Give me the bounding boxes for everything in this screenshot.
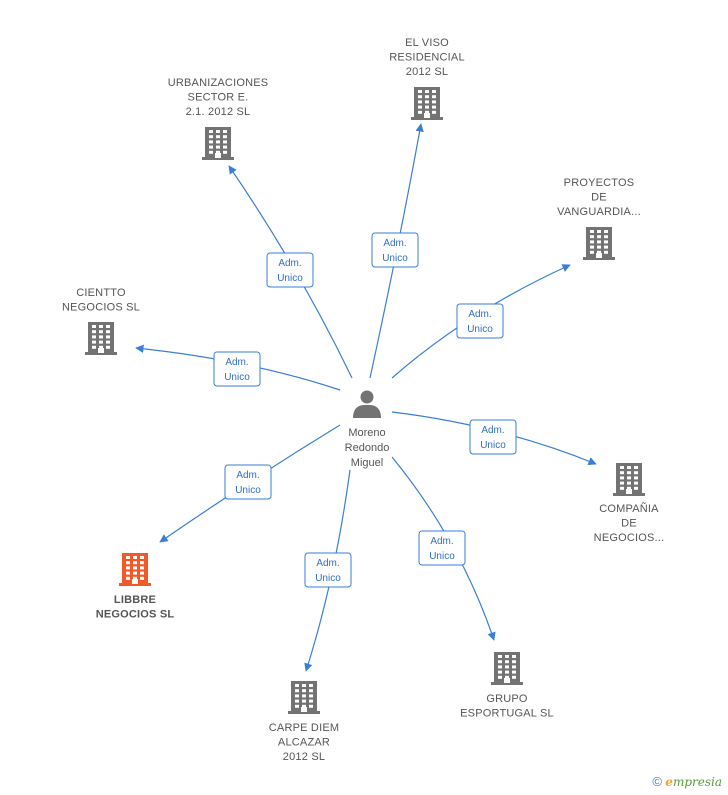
- company-label[interactable]: SECTOR E.: [188, 92, 249, 104]
- edge-carpe[interactable]: Adm. Unico: [304, 469, 352, 672]
- edge-label-text: Adm.: [278, 258, 301, 269]
- edge-label-box[interactable]: [224, 464, 272, 500]
- company-label[interactable]: 2012 SL: [283, 751, 325, 763]
- footer-brand: © empresia: [652, 774, 722, 789]
- company-label[interactable]: DE: [591, 192, 607, 204]
- edge-proyectos[interactable]: Adm. Unico: [391, 264, 571, 379]
- building-icon[interactable]: [85, 322, 117, 355]
- company-node-ciento[interactable]: CIENTTO NEGOCIOS SL: [62, 287, 140, 355]
- company-label[interactable]: 2.1. 2012 SL: [186, 106, 251, 118]
- company-label[interactable]: DE: [621, 518, 637, 530]
- building-icon[interactable]: [288, 681, 320, 714]
- edge-grupo[interactable]: Adm. Unico: [391, 456, 496, 641]
- company-label[interactable]: LIBBRE: [114, 594, 156, 606]
- company-label[interactable]: GRUPO: [486, 693, 528, 705]
- edge-label-box[interactable]: [469, 419, 517, 455]
- edge-urbanizaciones[interactable]: Adm. Unico: [228, 165, 353, 379]
- company-label[interactable]: ESPORTUGAL SL: [460, 708, 554, 720]
- company-node-urbanizaciones[interactable]: URBANIZACIONES SECTOR E. 2.1. 2012 SL: [168, 77, 269, 160]
- edge-label-text: Adm.: [481, 425, 504, 436]
- building-icon[interactable]: [202, 127, 234, 160]
- edges-layer: Adm.UnicoAdm.UnicoAdm.UnicoAdm.UnicoAdm.…: [135, 123, 597, 672]
- edge-label-box[interactable]: [371, 232, 419, 268]
- company-label[interactable]: EL VISO: [405, 37, 449, 49]
- edge-label-text: Unico: [429, 551, 455, 562]
- company-label[interactable]: RESIDENCIAL: [389, 52, 465, 64]
- company-label[interactable]: ALCAZAR: [278, 737, 330, 749]
- company-label[interactable]: NEGOCIOS...: [594, 532, 665, 544]
- company-label[interactable]: 2012 SL: [406, 66, 448, 78]
- edge-label-box[interactable]: [266, 252, 314, 288]
- nodes-layer: URBANIZACIONES SECTOR E. 2.1. 2012 SL EL VI…: [62, 37, 664, 763]
- company-label[interactable]: NEGOCIOS SL: [96, 609, 175, 621]
- building-icon[interactable]: [583, 227, 615, 260]
- edge-label-box[interactable]: [213, 351, 261, 387]
- edge-label-text: Adm.: [225, 357, 248, 368]
- edge-label-text: Unico: [235, 485, 261, 496]
- edge-ciento[interactable]: Adm. Unico: [135, 344, 341, 391]
- company-label[interactable]: VANGUARDIA...: [557, 206, 641, 218]
- edge-label-box[interactable]: [456, 303, 504, 339]
- edge-label-text: Unico: [315, 573, 341, 584]
- company-node-grupo[interactable]: GRUPO ESPORTUGAL SL: [460, 652, 554, 720]
- edge-label-text: Adm.: [316, 558, 339, 569]
- company-label[interactable]: CIENTTO: [76, 287, 126, 299]
- company-node-el-viso[interactable]: EL VISO RESIDENCIAL 2012 SL: [389, 37, 465, 120]
- person-label[interactable]: Moreno: [348, 427, 385, 439]
- edge-label-text: Adm.: [383, 238, 406, 249]
- brand-logo: empresia: [665, 775, 722, 789]
- company-label[interactable]: URBANIZACIONES: [168, 77, 269, 89]
- edge-label-text: Unico: [224, 372, 250, 383]
- edge-label-text: Adm.: [430, 536, 453, 547]
- person-label[interactable]: Redondo: [345, 442, 390, 454]
- building-icon[interactable]: [491, 652, 523, 685]
- edge-label-text: Unico: [467, 324, 493, 335]
- edge-label-text: Adm.: [468, 309, 491, 320]
- edge-el-viso[interactable]: Adm. Unico: [369, 123, 424, 379]
- company-label[interactable]: CARPE DIEM: [269, 722, 339, 734]
- edge-libbre[interactable]: Adm. Unico: [159, 424, 341, 543]
- company-node-proyectos[interactable]: PROYECTOS DE VANGUARDIA...: [557, 177, 641, 260]
- person-label[interactable]: Miguel: [351, 457, 383, 469]
- company-label[interactable]: PROYECTOS: [564, 177, 635, 189]
- building-icon[interactable]: [411, 87, 443, 120]
- company-label[interactable]: COMPAÑIA: [599, 502, 659, 515]
- edge-label-text: Unico: [480, 440, 506, 451]
- copyright-icon: ©: [652, 774, 662, 789]
- edge-label-text: Unico: [382, 253, 408, 264]
- company-node-compania[interactable]: COMPAÑIA DE NEGOCIOS...: [594, 463, 665, 544]
- company-node-carpe[interactable]: CARPE DIEM ALCAZAR 2012 SL: [269, 681, 339, 763]
- edge-compania[interactable]: Adm. Unico: [391, 411, 597, 466]
- building-icon[interactable]: [613, 463, 645, 496]
- company-node-libbre[interactable]: LIBBRE NEGOCIOS SL: [96, 553, 175, 621]
- edge-label-text: Adm.: [236, 470, 259, 481]
- edge-label-text: Unico: [277, 273, 303, 284]
- building-icon[interactable]: [119, 553, 151, 586]
- edge-label-box[interactable]: [418, 530, 466, 566]
- person-icon: [353, 390, 381, 418]
- edge-label-box[interactable]: [304, 552, 352, 588]
- company-label[interactable]: NEGOCIOS SL: [62, 302, 140, 314]
